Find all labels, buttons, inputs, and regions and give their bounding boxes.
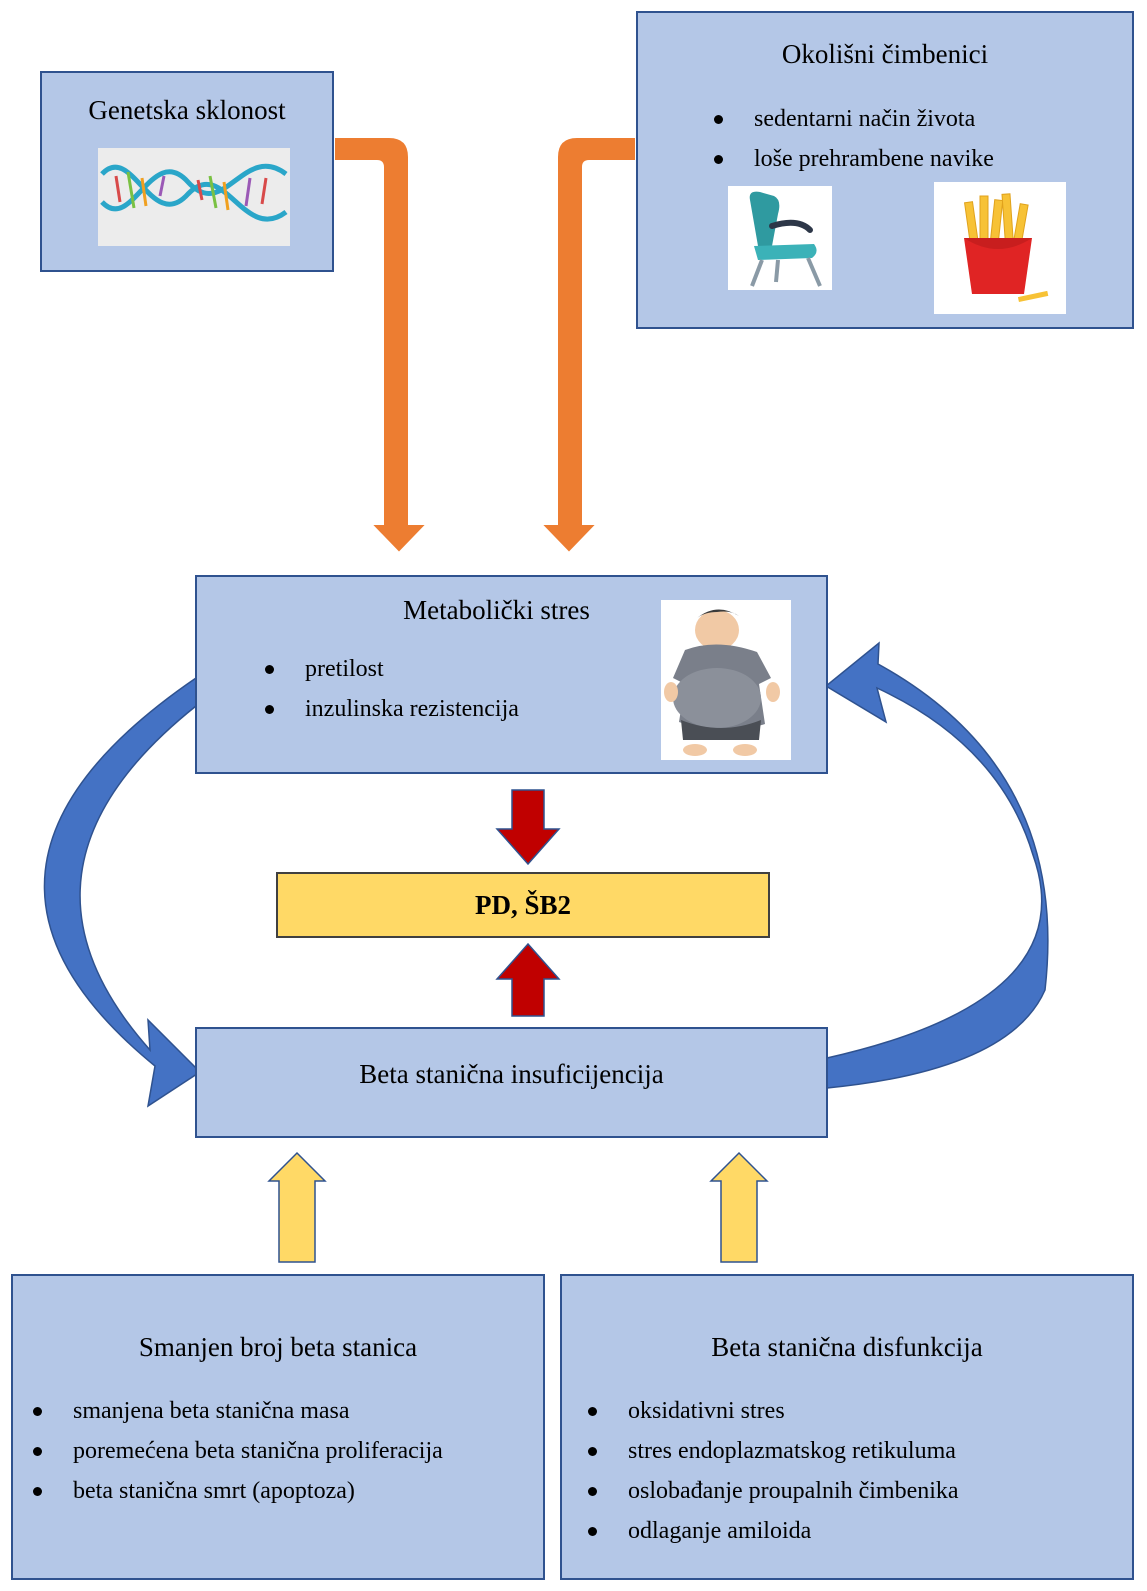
list-item: pretilost <box>259 649 519 689</box>
yellow-arrow-up-left <box>267 1151 327 1263</box>
reduced-count-title: Smanjen broj beta stanica <box>138 1332 418 1362</box>
dysfunction-list: oksidativni stres stres endoplazmatskog … <box>582 1391 959 1551</box>
yellow-arrow-up-right <box>709 1151 769 1263</box>
genetic-box: Genetska sklonost <box>40 71 334 272</box>
red-arrow-down <box>495 789 561 866</box>
beta-insufficiency-box: Beta stanična insuficijencija <box>195 1027 828 1138</box>
orange-arrow-environment-to-metabolic <box>538 136 637 555</box>
environment-list: sedentarni način života loše prehrambene… <box>708 99 994 179</box>
blue-curved-arrow-right <box>824 641 1049 1089</box>
metabolic-title: Metabolički stres <box>403 595 590 625</box>
metabolic-list: pretilost inzulinska rezistencija <box>259 649 519 729</box>
obese-person-icon <box>661 600 791 760</box>
fries-icon <box>934 182 1066 314</box>
list-item: inzulinska rezistencija <box>259 689 519 729</box>
metabolic-box: Metabolički stres pretilost inzulinska r… <box>195 575 828 774</box>
list-item: poremećena beta stanična proliferacija <box>27 1431 443 1471</box>
beta-insufficiency-title: Beta stanična insuficijencija <box>359 1059 664 1089</box>
reduced-count-box: Smanjen broj beta stanica smanjena beta … <box>11 1274 545 1580</box>
genetic-title: Genetska sklonost <box>88 95 286 125</box>
list-item: stres endoplazmatskog retikuluma <box>582 1431 959 1471</box>
list-item: oslobađanje proupalnih čimbenika <box>582 1471 959 1511</box>
red-arrow-up <box>495 942 561 1017</box>
environment-title: Okolišni čimbenici <box>781 39 989 69</box>
list-item: smanjena beta stanična masa <box>27 1391 443 1431</box>
environment-box: Okolišni čimbenici sedentarni način živo… <box>636 11 1134 329</box>
dysfunction-box: Beta stanična disfunkcija oksidativni st… <box>560 1274 1134 1580</box>
list-item: sedentarni način života <box>708 99 994 139</box>
outcome-box: PD, ŠB2 <box>276 872 770 938</box>
chair-icon <box>728 186 832 290</box>
dna-icon <box>98 148 290 246</box>
blue-curved-arrow-left <box>43 676 202 1108</box>
list-item: loše prehrambene navike <box>708 139 994 179</box>
orange-arrow-genetic-to-metabolic <box>333 136 430 555</box>
list-item: odlaganje amiloida <box>582 1511 959 1551</box>
reduced-count-list: smanjena beta stanična masa poremećena b… <box>27 1391 443 1511</box>
dysfunction-title: Beta stanična disfunkcija <box>711 1332 983 1362</box>
list-item: beta stanična smrt (apoptoza) <box>27 1471 443 1511</box>
list-item: oksidativni stres <box>582 1391 959 1431</box>
